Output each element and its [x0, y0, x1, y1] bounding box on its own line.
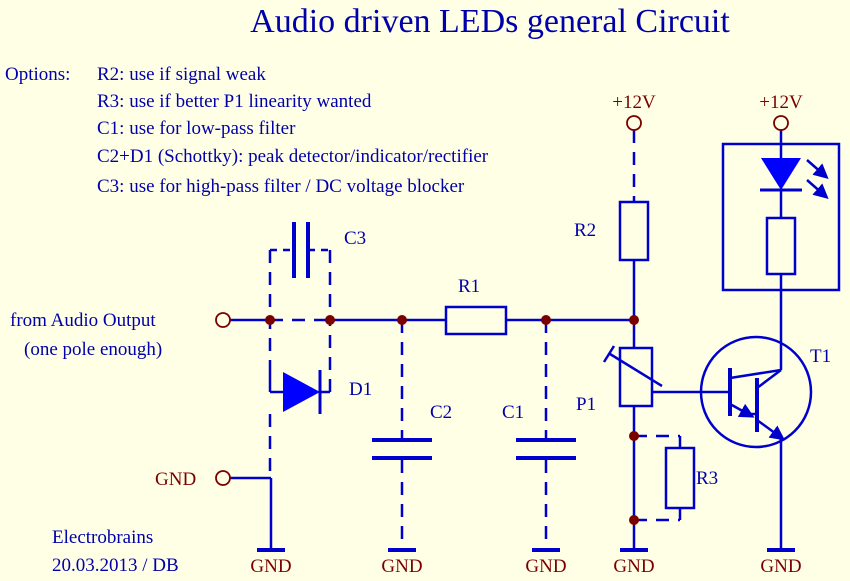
capacitor-c3 — [270, 222, 330, 278]
c2-label: C2 — [430, 402, 452, 423]
input-label-note: (one pole enough) — [24, 339, 162, 360]
resistor-r3 — [664, 436, 696, 520]
gnd-label: GND — [525, 556, 566, 577]
options-heading: Options: — [5, 64, 70, 85]
gnd-label: GND — [760, 556, 801, 577]
gnd-input-label: GND — [155, 469, 196, 490]
input-label: from Audio Output — [10, 310, 156, 331]
diode-d1 — [268, 320, 332, 414]
resistor-r2 — [618, 200, 650, 262]
led-series-resistor — [765, 216, 797, 276]
audio-input-terminal — [215, 312, 231, 328]
supply-label-left: +12V — [612, 92, 656, 113]
resistor-r1 — [444, 305, 508, 336]
transistor-t1 — [699, 335, 813, 449]
led-icon — [761, 158, 801, 190]
author-label: Electrobrains — [52, 527, 153, 548]
diagram-title: Audio driven LEDs general Circuit — [250, 3, 730, 40]
r3-label: R3 — [696, 468, 718, 489]
r2-label: R2 — [574, 220, 596, 241]
led-module — [721, 142, 841, 292]
gnd-input-terminal — [215, 470, 231, 486]
supply-label-right: +12V — [759, 92, 803, 113]
junctions — [265, 315, 639, 525]
gnd-label: GND — [250, 556, 291, 577]
option-line: C1: use for low-pass filter — [97, 118, 296, 139]
date-label: 20.03.2013 / DB — [52, 555, 179, 576]
gnd-label: GND — [613, 556, 654, 577]
option-line: C3: use for high-pass filter / DC voltag… — [97, 176, 465, 197]
supply-terminal-left — [626, 115, 642, 131]
r1-label: R1 — [458, 276, 480, 297]
dashed-wires — [268, 130, 680, 548]
capacitor-c1 — [516, 438, 576, 460]
gnd-label: GND — [381, 556, 422, 577]
option-line: C2+D1 (Schottky): peak detector/indicato… — [97, 146, 489, 167]
d1-label: D1 — [349, 379, 372, 400]
capacitor-c2 — [372, 438, 432, 460]
solid-wires — [230, 130, 783, 548]
terminals — [215, 115, 789, 486]
option-line: R2: use if signal weak — [97, 64, 266, 85]
c3-label: C3 — [344, 228, 366, 249]
p1-label: P1 — [576, 394, 596, 415]
c1-label: C1 — [502, 402, 524, 423]
potentiometer-p1 — [602, 345, 663, 408]
t1-label: T1 — [810, 346, 831, 367]
option-line: R3: use if better P1 linearity wanted — [97, 91, 372, 112]
supply-terminal-right — [773, 115, 789, 131]
